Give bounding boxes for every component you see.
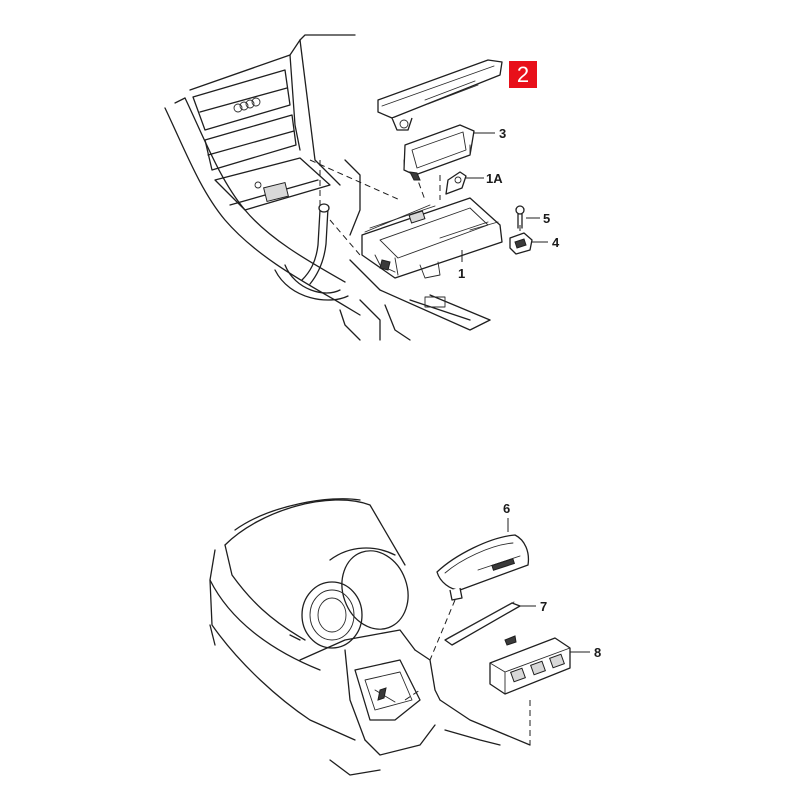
part-6-lid[interactable] <box>436 534 530 601</box>
highlighted-part-badge: 2 <box>509 61 537 88</box>
part-3-tray[interactable] <box>403 124 475 181</box>
callout-1: 1 <box>458 266 465 281</box>
callout-6: 6 <box>503 501 510 516</box>
rear-console-view <box>209 498 531 776</box>
part-1A-clip[interactable] <box>445 171 467 195</box>
part-1-console-frame[interactable] <box>361 197 503 279</box>
callout-5: 5 <box>543 211 550 226</box>
callout-3: 3 <box>499 126 506 141</box>
callout-8: 8 <box>594 645 601 660</box>
part-8-switch-panel[interactable] <box>489 635 571 695</box>
part-2-lid[interactable] <box>377 59 503 131</box>
callout-4: 4 <box>552 235 560 250</box>
callout-leaders-top <box>461 132 548 262</box>
callout-leaders-bottom <box>507 518 590 653</box>
center-console-top-view <box>164 34 521 341</box>
callout-1A: 1A <box>486 171 503 186</box>
part-5-screw[interactable] <box>515 205 525 229</box>
part-4-bracket[interactable] <box>509 232 533 255</box>
callout-7: 7 <box>540 599 547 614</box>
brand-rings-icon <box>233 97 261 113</box>
